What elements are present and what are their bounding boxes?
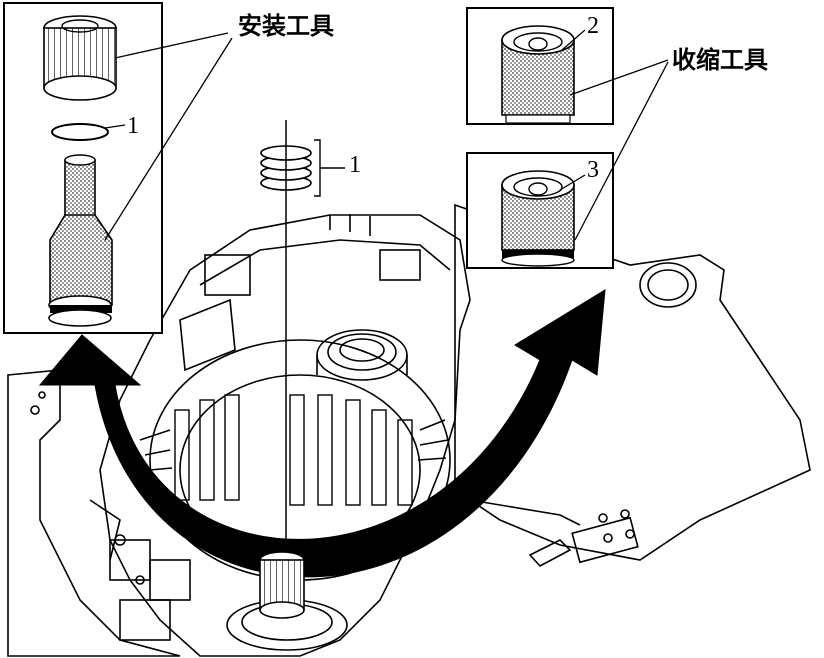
retract-tool-inset-3 [466,152,614,269]
leader-lines [104,29,669,241]
callout-1-main: 1 [349,152,361,178]
ring-callout-bracket [314,139,345,197]
callout-3: 3 [587,157,599,183]
callout-2: 2 [587,13,599,39]
callout-1-inset: 1 [127,113,139,139]
install-tool-label: 安装工具 [238,12,334,40]
curved-arrow [38,289,606,578]
installed-tool [259,551,305,619]
retract-tool-inset-2 [466,7,614,125]
seal-ring-stack [260,120,312,590]
install-tool-inset [3,2,163,334]
retract-tool-label: 收缩工具 [672,46,768,74]
